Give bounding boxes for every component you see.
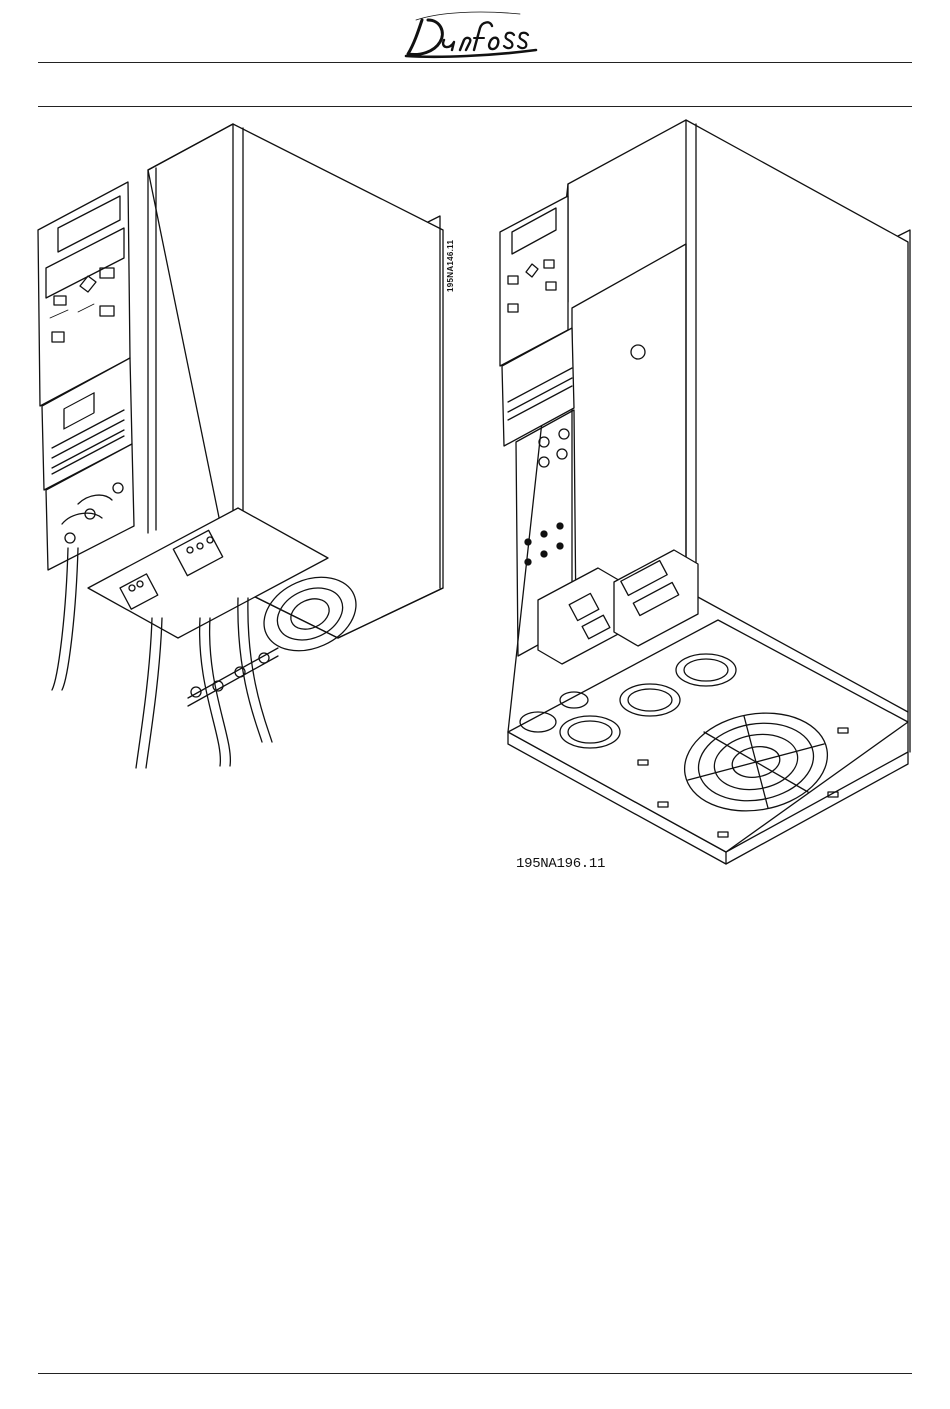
header-rule <box>38 62 912 63</box>
danfoss-logo <box>400 6 550 62</box>
drive-with-cables-illustration <box>28 118 473 808</box>
header-rule-lower <box>38 106 912 107</box>
footer-rule <box>38 1373 912 1374</box>
figure-code-right: 195NA196.11 <box>516 856 605 872</box>
figure-code-left: 195NA146.11 <box>446 232 460 292</box>
drive-open-illustration <box>488 112 928 887</box>
